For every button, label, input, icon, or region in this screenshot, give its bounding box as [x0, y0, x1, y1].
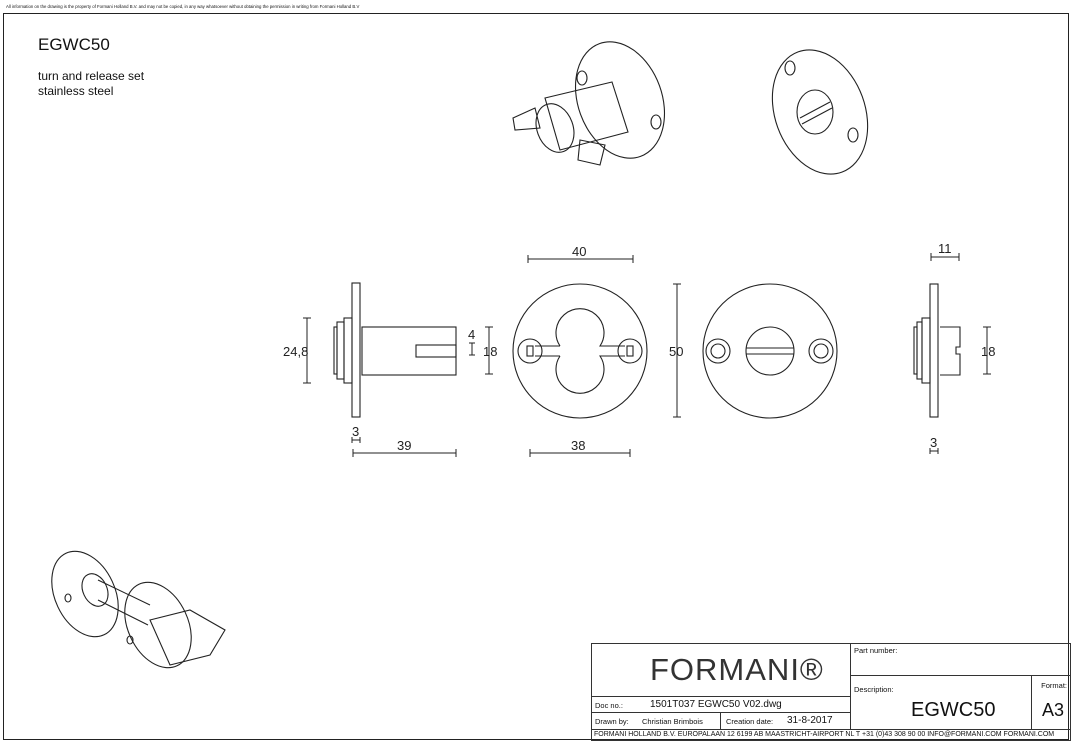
description-label: Description:	[854, 685, 894, 694]
footer-cell: FORMANI HOLLAND B.V. EUROPALAAN 12 6199 …	[591, 729, 1071, 741]
format-value: A3	[1042, 700, 1065, 720]
product-material: stainless steel	[38, 84, 114, 98]
iso-turn-knob	[512, 41, 666, 166]
drawing-frame	[3, 13, 1069, 740]
part-number-cell: Part number:	[850, 643, 1071, 676]
dim-hole-spacing: 40	[572, 244, 586, 259]
front-view-turn	[512, 283, 648, 419]
dim-release-plate: 3	[930, 435, 937, 450]
dim-slot-width: 4	[468, 327, 475, 342]
part-number-label: Part number:	[854, 646, 898, 655]
description-cell: Description: EGWC50	[850, 675, 1032, 730]
description-value: EGWC50	[911, 699, 996, 721]
dimension-lines	[303, 253, 991, 457]
copyright-notice: All information on the drawing is the pr…	[6, 4, 360, 9]
format-label: Format:	[1041, 681, 1067, 690]
drawn-by-cell: Drawn by: Christian Brimbois	[591, 712, 721, 730]
front-view-release	[702, 283, 838, 419]
doc-no-value: 1501T037 EGWC50 V02.dwg	[650, 699, 782, 710]
dim-rose-inner: 38	[571, 438, 585, 453]
dim-plate-thickness: 3	[352, 424, 359, 439]
drawn-by-label: Drawn by:	[595, 717, 629, 726]
iso-release-indicator	[771, 49, 869, 175]
creation-date-value: 31-8-2017	[787, 715, 833, 726]
side-view-turn	[333, 282, 457, 418]
title-block: FORMANI® Part number: Description: EGWC5…	[591, 643, 1071, 741]
dim-spindle-diameter: 18	[483, 344, 497, 359]
dim-rose-diameter: 50	[669, 344, 683, 359]
company-footer: FORMANI HOLLAND B.V. EUROPALAAN 12 6199 …	[594, 731, 1055, 738]
drawn-by-value: Christian Brimbois	[642, 717, 703, 726]
side-view-release	[913, 283, 961, 418]
doc-no-label: Doc no.:	[595, 701, 623, 710]
iso-full-set	[51, 550, 226, 669]
doc-no-cell: Doc no.: 1501T037 EGWC50 V02.dwg	[591, 696, 851, 713]
formani-logo: FORMANI®	[650, 652, 824, 687]
product-subtitle: turn and release set	[38, 69, 145, 83]
dim-release-spindle: 18	[981, 344, 995, 359]
creation-date-label: Creation date:	[726, 717, 774, 726]
dim-release-length: 11	[938, 241, 952, 256]
logo-cell: FORMANI®	[591, 643, 851, 697]
format-cell: Format: A3	[1031, 675, 1071, 730]
creation-date-cell: Creation date: 31-8-2017	[720, 712, 851, 730]
dim-length: 39	[397, 438, 411, 453]
dim-flange-diameter: 24,8	[283, 344, 308, 359]
product-code: EGWC50	[38, 35, 110, 54]
